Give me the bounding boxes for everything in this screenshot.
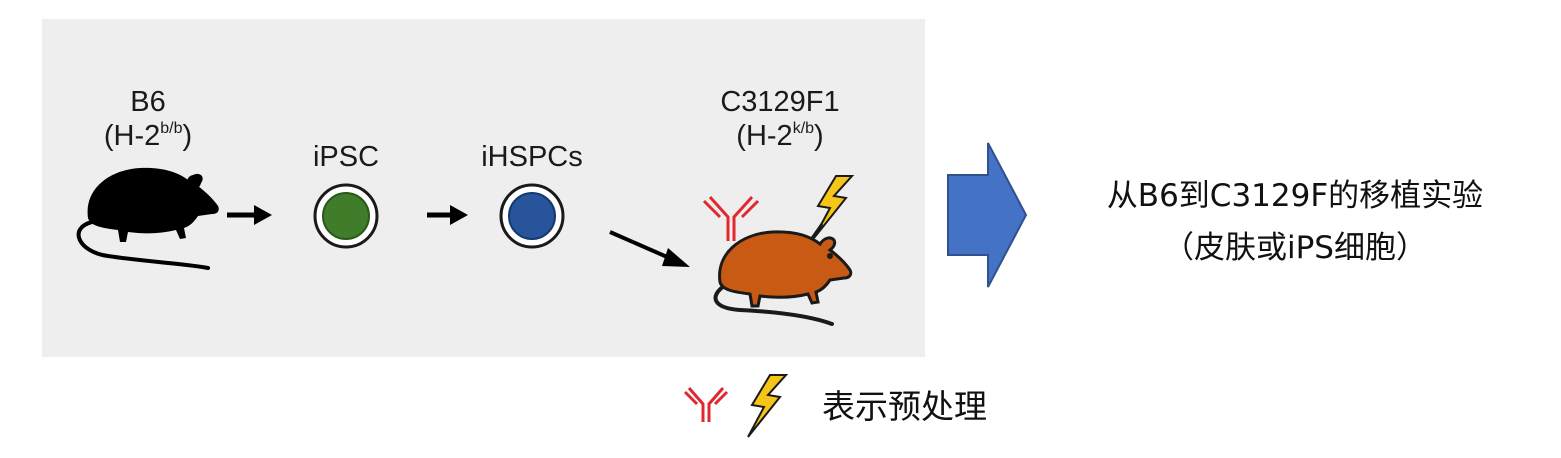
legend-lightning-icon xyxy=(747,374,789,438)
recipient-mouse-tail xyxy=(713,284,834,326)
ihspc-cell-icon xyxy=(499,183,565,249)
arrow-icon xyxy=(427,205,468,225)
donor-mouse-tail xyxy=(76,220,210,270)
big-arrow-icon xyxy=(947,142,1028,288)
stage-ihspcs-label: iHSPCs xyxy=(462,140,602,174)
haplotype-close: ) xyxy=(814,120,824,152)
haplotype-base: (H-2 xyxy=(103,120,161,152)
stage-c3129f1-label: C3129F1 (H-2k/b) xyxy=(700,85,860,153)
haplotype-sup: b/b xyxy=(160,120,183,137)
recipient-mouse-icon xyxy=(713,230,853,326)
stage-b6-name: B6 xyxy=(130,86,166,118)
stage-b6-haplotype: (H-2b/b) xyxy=(88,119,208,153)
donor-mouse-icon xyxy=(76,167,219,270)
legend-antibody-icon xyxy=(683,387,729,422)
stage-ipsc-name: iPSC xyxy=(312,141,380,173)
ipsc-cell-icon xyxy=(313,183,379,249)
haplotype-close: ) xyxy=(182,120,193,152)
stage-ipsc-label: iPSC xyxy=(286,140,406,174)
result-line-2: （皮肤或iPS细胞） xyxy=(1163,230,1427,266)
haplotype-sup: k/b xyxy=(792,120,815,137)
stage-c3129f1-haplotype: (H-2k/b) xyxy=(700,119,860,153)
stage-ihspcs-name: iHSPCs xyxy=(481,141,583,173)
result-line-1: 从B6到C3129F的移植实验 xyxy=(1106,178,1484,214)
haplotype-base: (H-2 xyxy=(736,120,793,152)
legend-label: 表示预处理 xyxy=(822,387,987,426)
stage-b6-label: B6 (H-2b/b) xyxy=(88,85,208,153)
antibody-icon xyxy=(702,195,760,241)
stage-c3129f1-name: C3129F1 xyxy=(720,86,840,118)
lightning-icon xyxy=(806,175,855,245)
arrow-icon xyxy=(227,205,272,225)
result-caption: 从B6到C3129F的移植实验 （皮肤或iPS细胞） xyxy=(1040,170,1550,274)
arrow-icon xyxy=(609,230,690,267)
